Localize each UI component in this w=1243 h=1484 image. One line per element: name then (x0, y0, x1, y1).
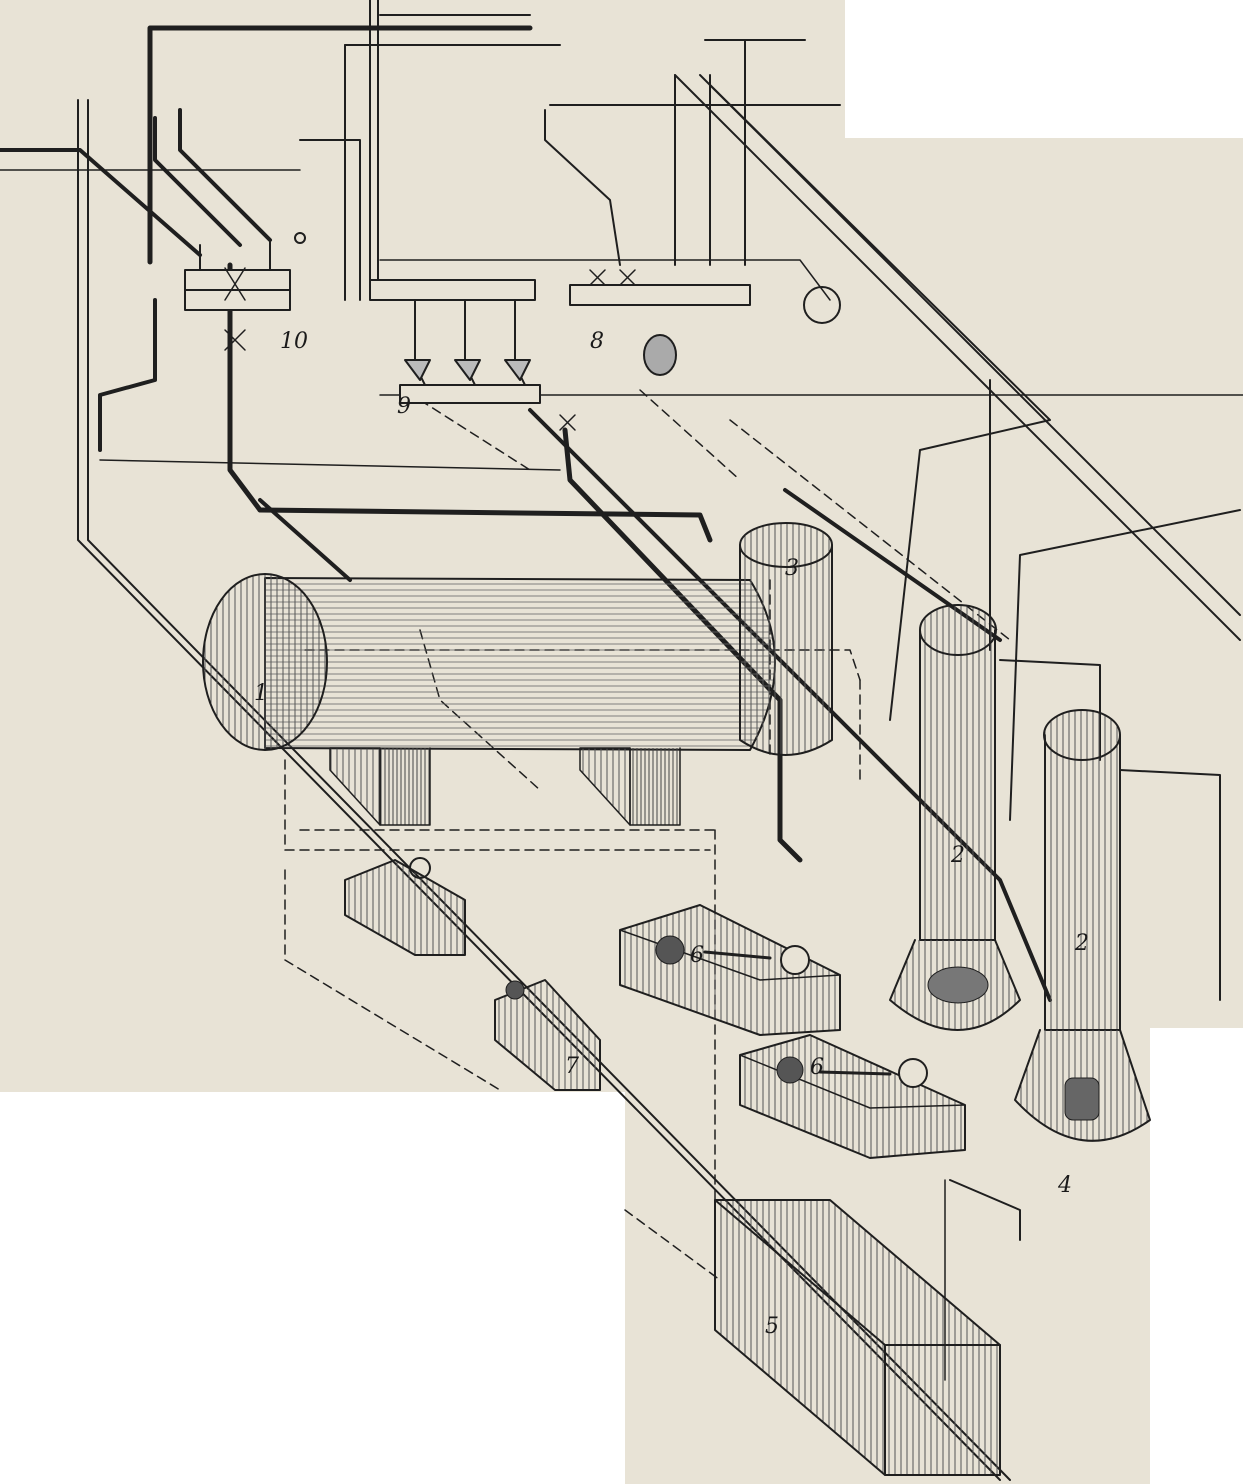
manifold-right (569, 269, 841, 376)
label-vessel-small: 3 (785, 556, 799, 581)
pump-upper (619, 904, 841, 1036)
label-pump-left: 7 (565, 1054, 579, 1079)
vessel-small (739, 522, 833, 756)
figure-labels: 1 2 2 3 4 5 6 6 7 8 9 10 (254, 329, 1089, 1339)
label-tank-main: 1 (254, 681, 268, 706)
label-pump-upper: 6 (690, 943, 704, 968)
manifold-left (184, 232, 306, 351)
pump-left (344, 857, 601, 1091)
tank-main (202, 573, 776, 826)
label-manifold-right: 8 (590, 329, 604, 354)
label-pump-lower: 6 (810, 1055, 824, 1080)
tank-ground (714, 1199, 1001, 1476)
label-manifold-middle: 9 (397, 394, 411, 419)
label-furnace-base: 4 (1057, 1173, 1072, 1198)
label-column-b: 2 (1074, 931, 1089, 956)
label-column-a: 2 (950, 843, 965, 868)
manifold-middle (369, 279, 576, 431)
pump-lower (739, 1034, 966, 1159)
label-manifold-left: 10 (280, 329, 308, 354)
column-a (889, 604, 1021, 1031)
label-tank-ground: 5 (765, 1314, 779, 1339)
column-b (1014, 709, 1151, 1142)
